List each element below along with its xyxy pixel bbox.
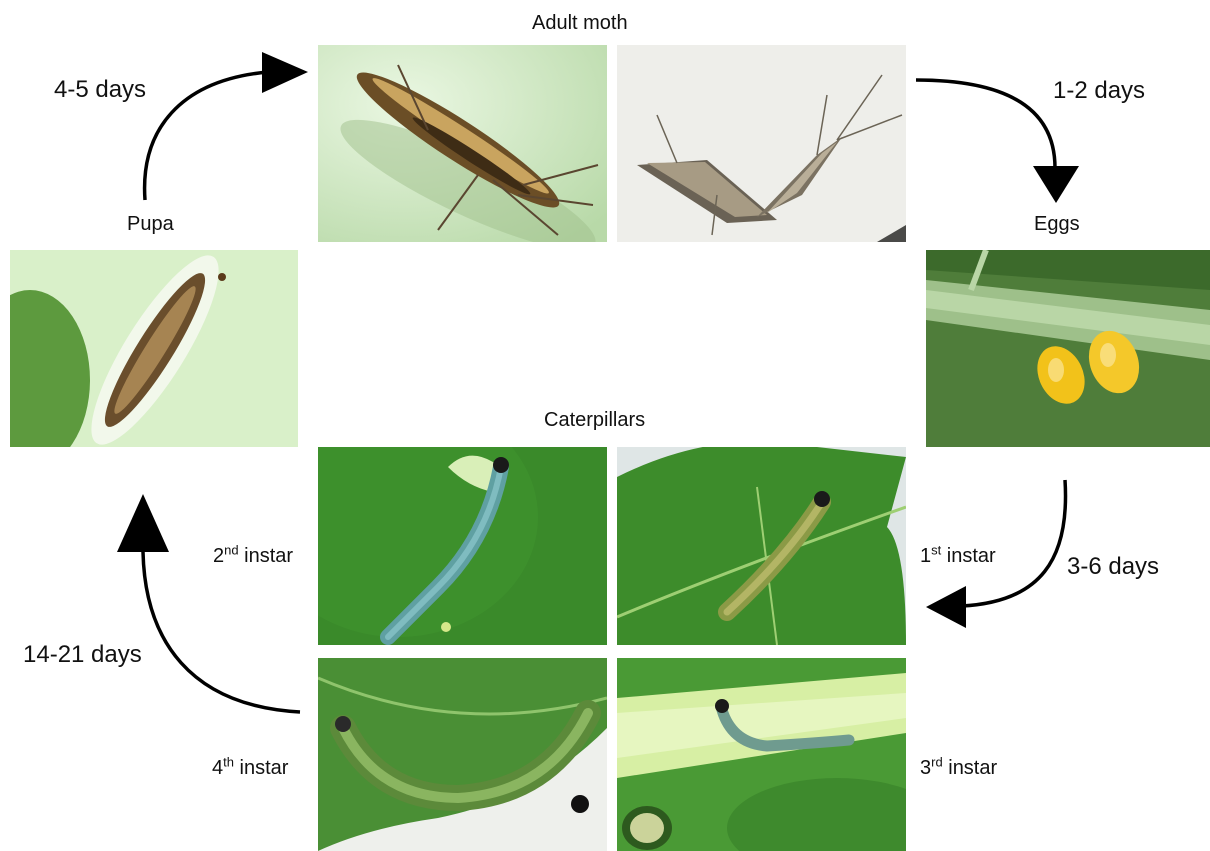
arrow-pupa-to-adult (145, 72, 268, 200)
arrow-larva-to-pupa (143, 552, 300, 712)
arrowhead-pupa (117, 494, 169, 552)
arrow-adult-to-eggs (916, 80, 1055, 168)
arrowhead-adult (262, 52, 308, 93)
arrow-eggs-to-larva (962, 480, 1066, 606)
arrowhead-eggs (1033, 166, 1079, 203)
arrowhead-larva (926, 586, 966, 628)
